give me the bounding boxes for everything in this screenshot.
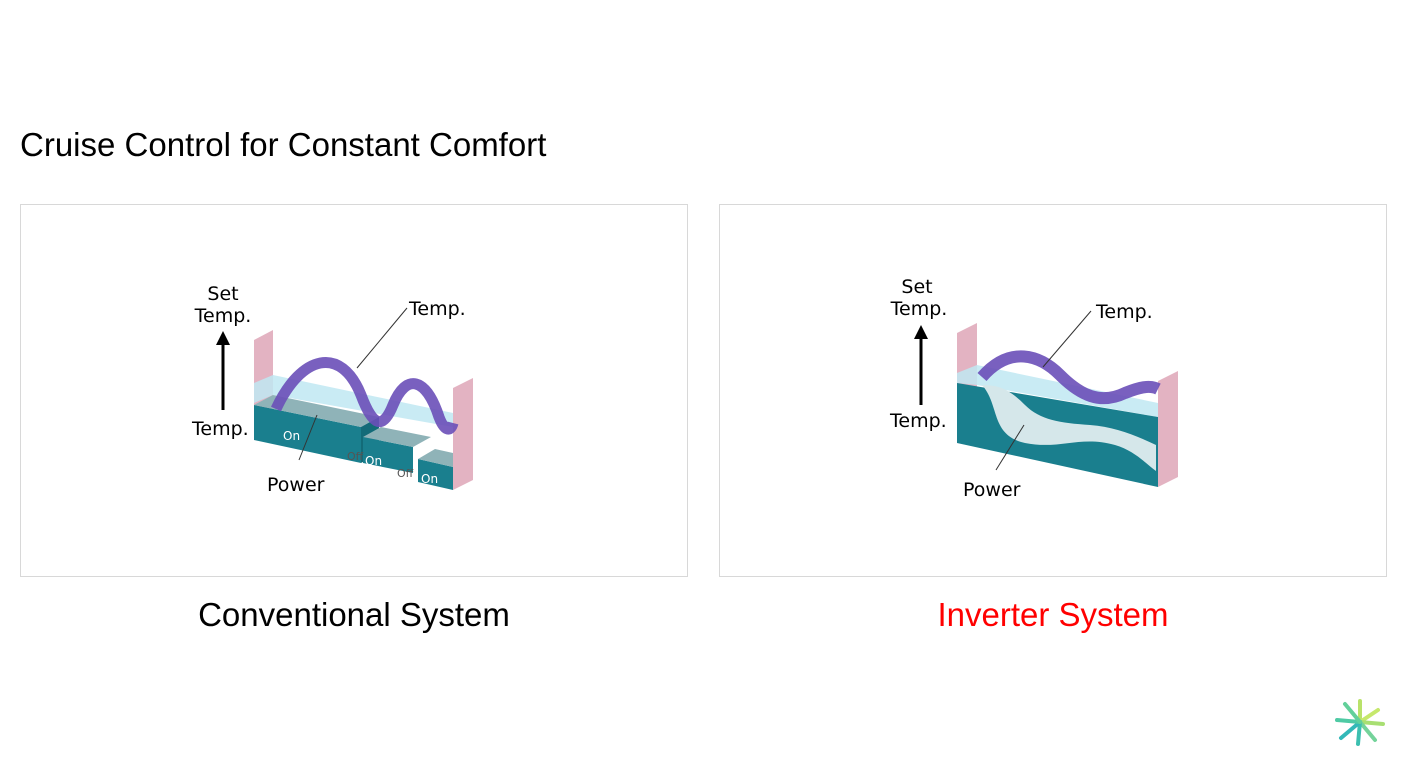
off-label-1: Off: [347, 450, 364, 463]
conventional-system-panel: Set Temp. Temp. Temp. Power On Off On Of…: [20, 204, 688, 577]
power-ribbon: [982, 385, 1156, 471]
inverter-system-panel: Set Temp. Temp. Temp. Power: [719, 204, 1387, 577]
power-block-2: [363, 437, 413, 473]
power-label: Power: [267, 474, 325, 496]
snowflake-logo-icon: [1335, 699, 1385, 746]
temp-wave: [977, 350, 1161, 405]
set-temp-label-2: Temp.: [890, 298, 948, 320]
conventional-system-caption: Conventional System: [198, 596, 510, 633]
slide-title: Cruise Control for Constant Comfort: [20, 126, 547, 163]
temp-wave: [271, 357, 459, 435]
power-block-1: [254, 405, 361, 463]
temp-axis-label: Temp.: [191, 418, 249, 440]
on-label-1: On: [283, 429, 300, 443]
power-label: Power: [963, 479, 1021, 501]
inverter-system-caption: Inverter System: [937, 596, 1169, 633]
conventional-diagram: Set Temp. Temp. Temp. Power On Off On Of…: [191, 283, 473, 496]
temp-curve-label: Temp.: [1095, 301, 1153, 323]
right-wall: [1158, 371, 1178, 487]
up-arrow-icon: [914, 325, 928, 339]
on-label-2: On: [365, 454, 382, 468]
set-temp-label-2: Temp.: [194, 305, 252, 327]
set-temp-label-1: Set: [207, 283, 238, 305]
inverter-diagram: Set Temp. Temp. Temp. Power: [889, 276, 1178, 501]
on-label-3: On: [421, 472, 438, 486]
off-label-2: Off: [397, 467, 414, 480]
set-temp-label-1: Set: [901, 276, 932, 298]
power-block-3: [418, 459, 453, 490]
temp-curve-label: Temp.: [408, 298, 466, 320]
set-temp-plane: [254, 375, 453, 427]
up-arrow-icon: [216, 331, 230, 345]
right-wall: [453, 378, 473, 490]
temp-axis-label: Temp.: [889, 410, 947, 432]
